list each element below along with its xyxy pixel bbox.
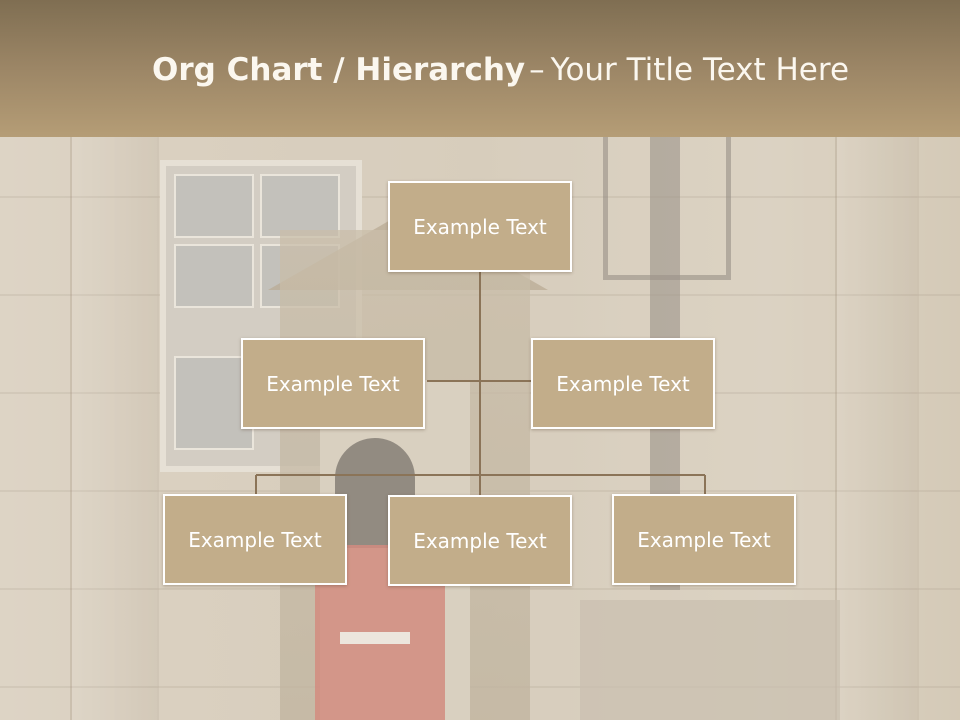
- org-node-top[interactable]: Example Text: [388, 181, 572, 272]
- org-node-sub-center[interactable]: Example Text: [388, 495, 572, 586]
- slide-title[interactable]: Org Chart / Hierarchy–Your Title Text He…: [152, 52, 942, 88]
- title-band: [0, 0, 960, 137]
- org-node-sub-left[interactable]: Example Text: [163, 494, 347, 585]
- slide-title-bold: Org Chart / Hierarchy: [152, 52, 526, 88]
- stone-plinth: [580, 600, 840, 720]
- slide-title-dash: –: [529, 52, 545, 88]
- stone-pillar-right: [835, 130, 919, 720]
- org-node-assistant-left[interactable]: Example Text: [241, 338, 425, 429]
- slide-title-text: Your Title Text Here: [550, 52, 850, 88]
- guard-white-belt: [340, 632, 410, 644]
- org-node-assistant-right[interactable]: Example Text: [531, 338, 715, 429]
- stone-pillar-left: [70, 130, 159, 720]
- org-node-sub-right[interactable]: Example Text: [612, 494, 796, 585]
